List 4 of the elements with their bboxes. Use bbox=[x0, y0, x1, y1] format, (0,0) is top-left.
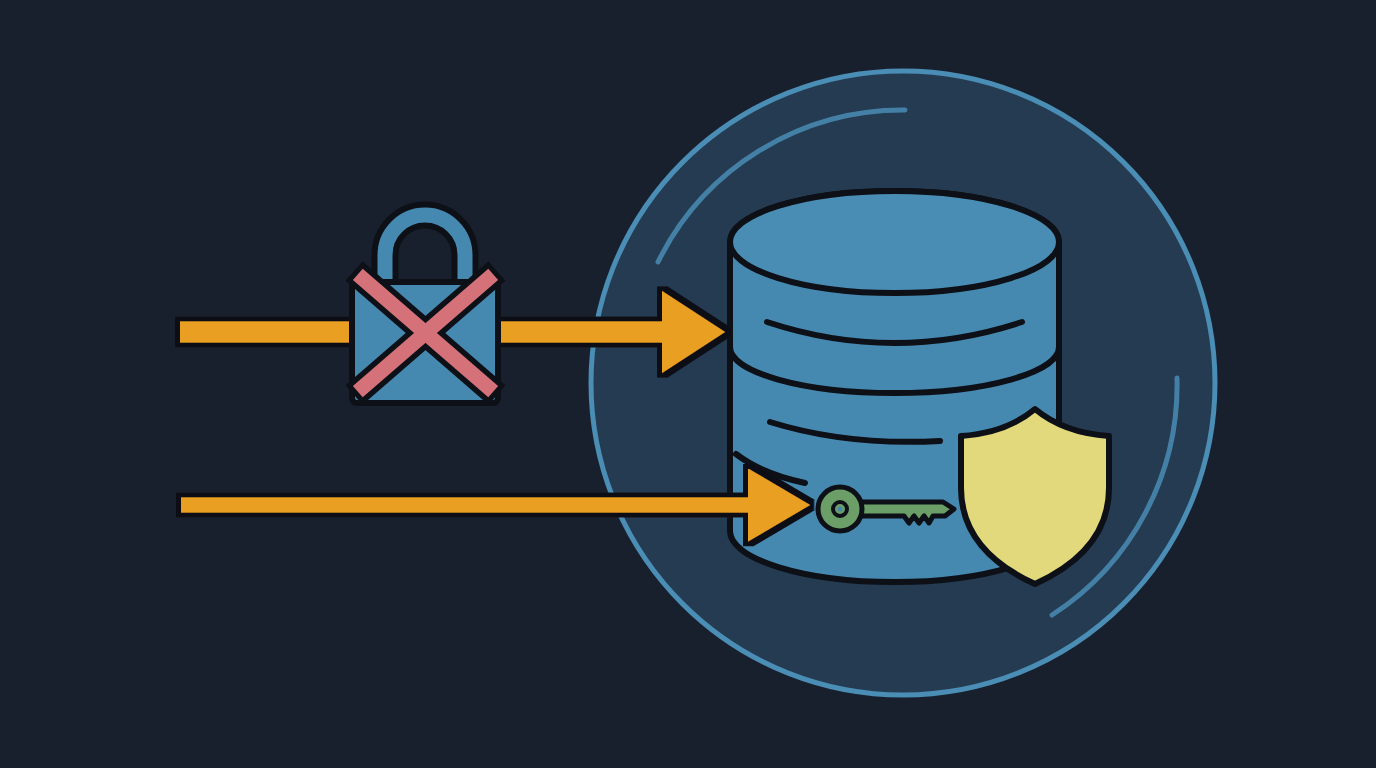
background-circle bbox=[587, 67, 1219, 699]
arrow bbox=[181, 468, 810, 542]
key-icon bbox=[815, 482, 957, 536]
shield-icon bbox=[955, 404, 1115, 589]
